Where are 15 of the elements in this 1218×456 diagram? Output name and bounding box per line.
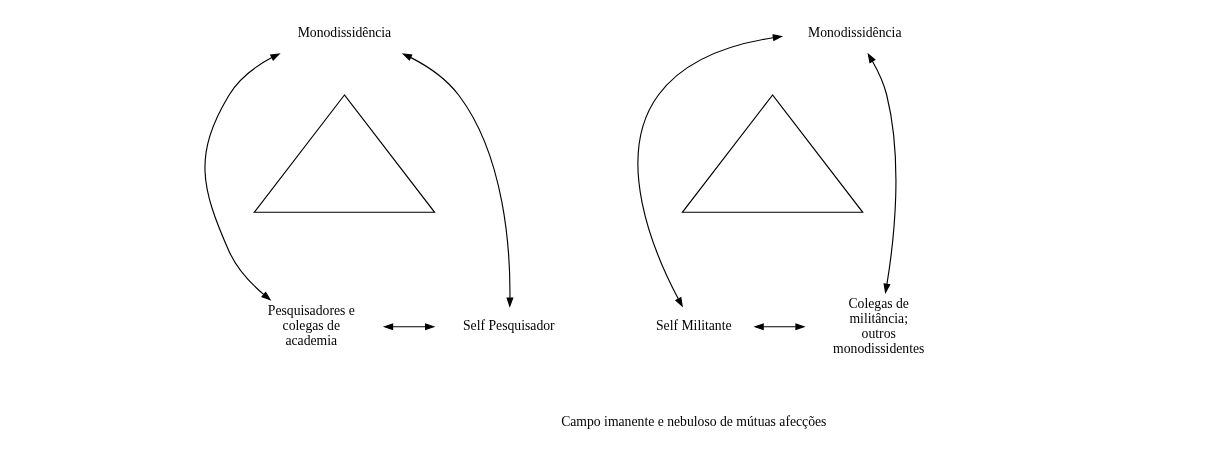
node-text: Monodissidência bbox=[807, 24, 902, 40]
arrow bbox=[753, 323, 806, 331]
node-text: Self Militante bbox=[655, 318, 732, 334]
label: Campo imanente e nebuloso de mútuas afecções bbox=[561, 414, 827, 430]
arrow bbox=[382, 323, 436, 331]
node-text: Self Pesquisador bbox=[463, 318, 555, 334]
arrow bbox=[867, 52, 897, 294]
arrow bbox=[204, 53, 281, 301]
arrow bbox=[637, 34, 784, 308]
node-triangle bbox=[681, 94, 864, 213]
arrow bbox=[401, 53, 514, 308]
node-triangle bbox=[253, 94, 436, 213]
node-text: Monodissidência bbox=[297, 24, 392, 40]
node-text: Colegas de militância; outros monodissidentes bbox=[833, 296, 925, 356]
node-text: Pesquisadores e colegas de academia bbox=[267, 303, 355, 349]
